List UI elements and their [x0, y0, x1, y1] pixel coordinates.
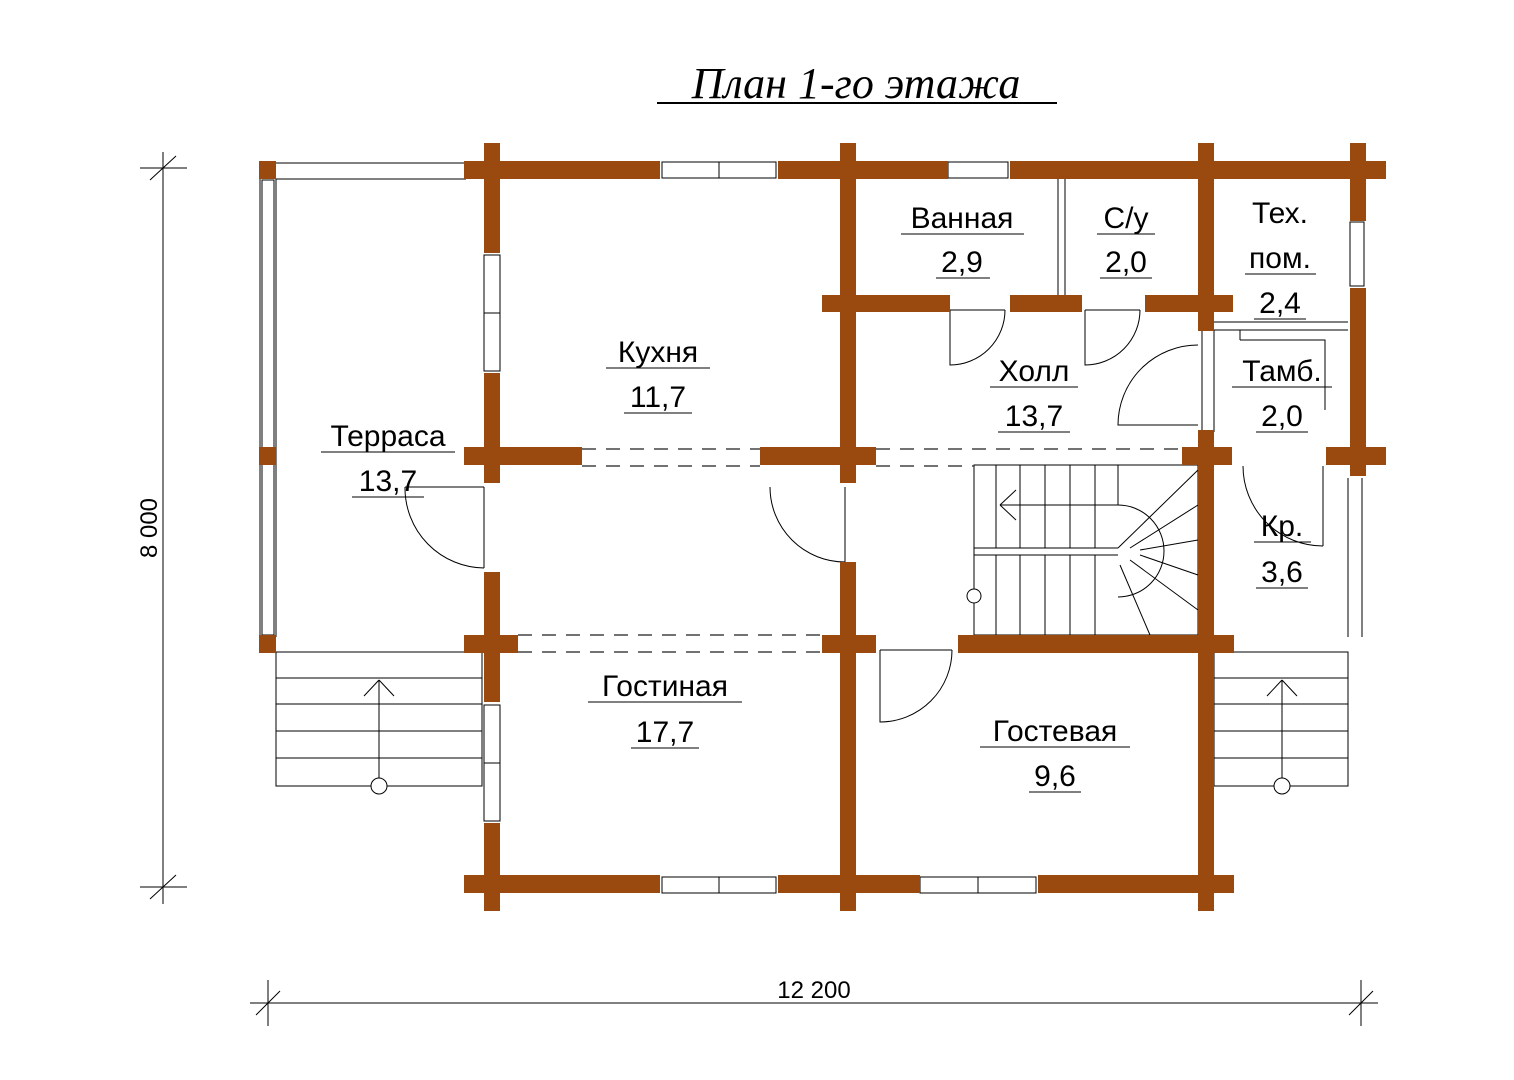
wc-name: С/у: [1104, 202, 1149, 235]
porch-area: 3,6: [1261, 556, 1303, 589]
room-label-vestibule: Тамб. 2,0: [1232, 355, 1332, 433]
hall-name: Холл: [999, 355, 1070, 388]
window-tech-right: [1349, 221, 1365, 287]
vestibule-area: 2,0: [1261, 400, 1303, 433]
bath-name: Ванная: [911, 202, 1014, 235]
tech-area: 2,4: [1259, 287, 1301, 320]
room-label-guest: Гостевая 9,6: [980, 715, 1130, 793]
tech-name-2: пом.: [1249, 242, 1311, 275]
thin-partitions: [1057, 179, 1348, 432]
kitchen-name: Кухня: [618, 336, 698, 369]
room-label-terrace: Терраса 13,7: [321, 420, 455, 498]
guest-name: Гостевая: [993, 715, 1118, 748]
walls: [259, 143, 1386, 911]
room-label-tech: Тех. пом. 2,4: [1245, 197, 1316, 320]
terrace-outline: [259, 162, 466, 653]
internal-staircase: [966, 464, 1199, 636]
guest-area: 9,6: [1034, 760, 1076, 793]
terrace-area: 13,7: [359, 465, 417, 498]
height-label: 8 000: [136, 498, 163, 558]
dimension-height: 8 000: [136, 152, 187, 904]
dimension-width: 12 200: [250, 977, 1378, 1026]
beam-lines: [518, 448, 1182, 653]
room-label-wc: С/у 2,0: [1097, 202, 1155, 279]
window-bath-top: [947, 161, 1009, 179]
wc-area: 2,0: [1105, 246, 1147, 279]
room-label-hall: Холл 13,7: [990, 355, 1078, 433]
terrace-railing-left: [261, 179, 275, 636]
doors: [404, 309, 1326, 723]
vestibule-name: Тамб.: [1242, 355, 1321, 388]
hall-area: 13,7: [1005, 400, 1063, 433]
porch-stairs: [1213, 478, 1363, 795]
terrace-stairs: [275, 651, 483, 795]
room-label-bath: Ванная 2,9: [901, 202, 1024, 279]
room-label-living: Гостиная 17,7: [588, 670, 742, 749]
bath-area: 2,9: [941, 246, 983, 279]
plan-title: План 1-го этажа: [691, 59, 1021, 108]
width-label: 12 200: [777, 977, 850, 1004]
living-name: Гостиная: [602, 670, 728, 703]
windows: [483, 161, 1365, 894]
porch-name: Кр.: [1261, 510, 1304, 543]
tech-name-1: Тех.: [1252, 197, 1308, 230]
kitchen-area: 11,7: [630, 381, 686, 414]
living-area: 17,7: [636, 716, 694, 749]
room-label-kitchen: Кухня 11,7: [606, 336, 710, 414]
room-label-porch: Кр. 3,6: [1254, 510, 1311, 589]
terrace-name: Терраса: [330, 420, 445, 453]
